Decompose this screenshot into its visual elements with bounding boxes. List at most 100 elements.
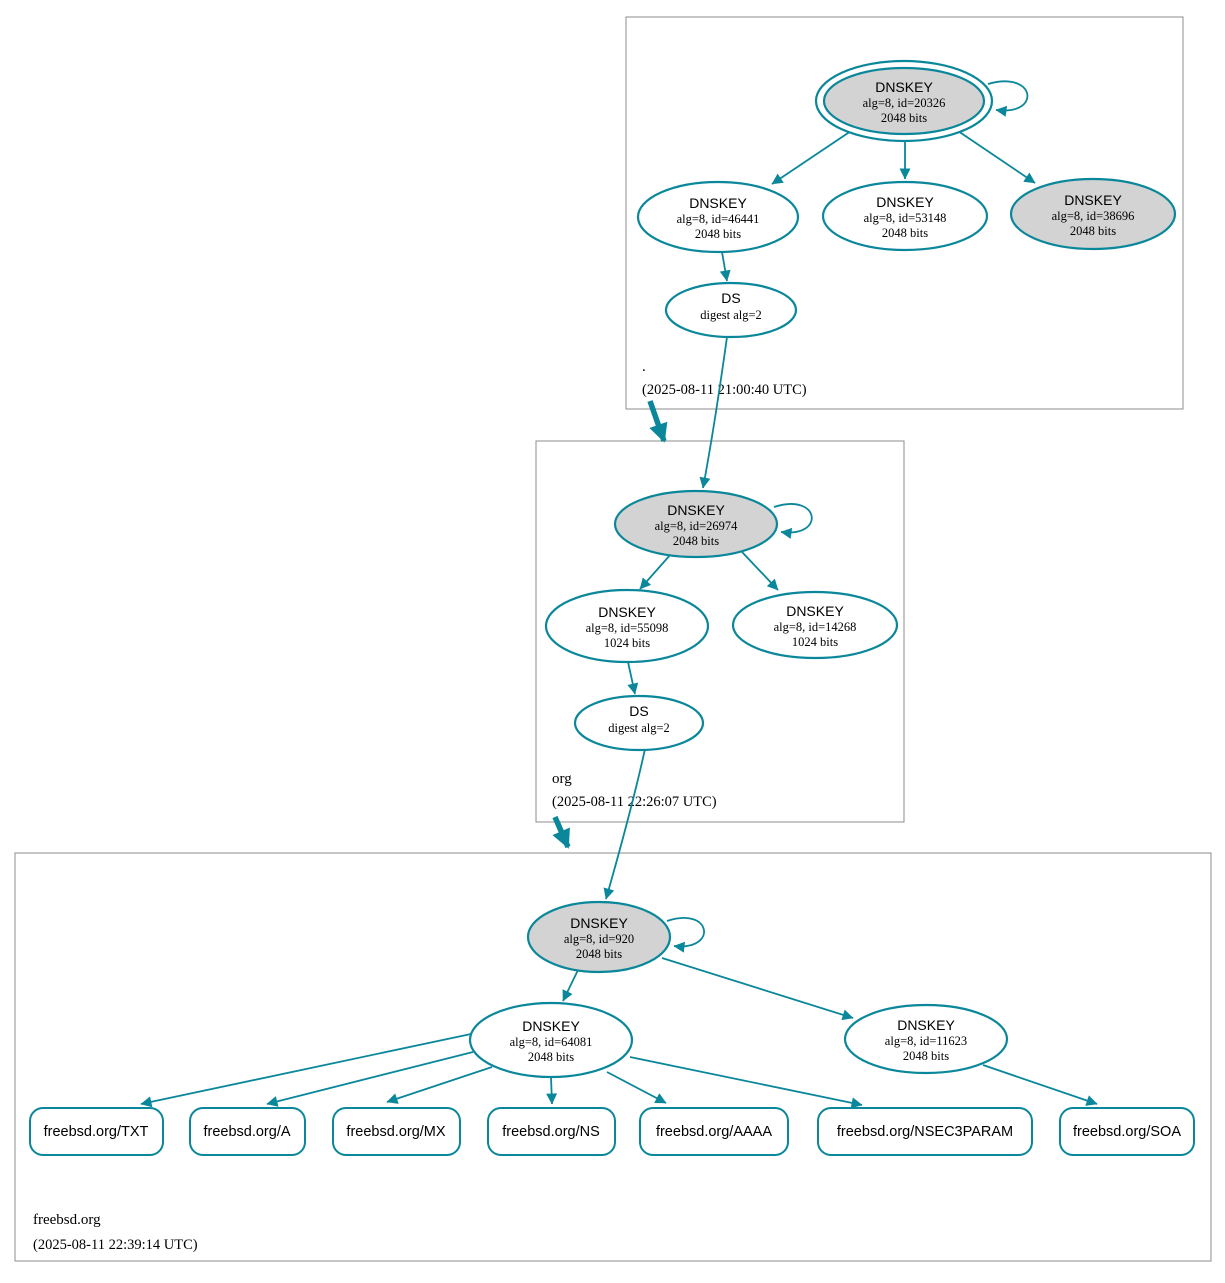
dnskey-freebsd-920[interactable]: DNSKEY alg=8, id=920 2048 bits [526, 900, 672, 974]
dnskey-org-55098-title: DNSKEY [598, 604, 656, 620]
rrset-freebsd-org-nsec3param-box[interactable] [817, 1107, 1033, 1156]
dnskey-org-26974-title: DNSKEY [667, 502, 725, 518]
edge-ksk920-to-zsk11623 [661, 957, 854, 1021]
zone-timestamp-freebsd-org: (2025-08-11 22:39:14 UTC) [33, 1237, 198, 1253]
dnskey-root-53148[interactable]: DNSKEY alg=8, id=53148 2048 bits [821, 180, 989, 252]
rrset-freebsd-org-txt[interactable]: freebsd.org/TXT [29, 1107, 164, 1156]
zone-box-root [625, 16, 1184, 410]
ds-org[interactable]: DS digest alg=2 [573, 694, 705, 752]
zone-timestamp-org: (2025-08-11 22:26:07 UTC) [552, 794, 717, 810]
rrset-freebsd-org-a[interactable]: freebsd.org/A [189, 1107, 306, 1156]
rrset-freebsd-org-soa-label: freebsd.org/SOA [1073, 1124, 1181, 1140]
dnskey-freebsd-920-title: DNSKEY [570, 915, 628, 931]
selfloop-ksk920 [666, 917, 705, 953]
rrset-freebsd-org-txt-box[interactable] [29, 1107, 164, 1156]
dnskey-root-20326[interactable]: DNSKEY alg=8, id=20326 2048 bits [814, 59, 994, 143]
dnskey-freebsd-64081-title: DNSKEY [522, 1018, 580, 1034]
rrset-freebsd-org-soa-box[interactable] [1059, 1107, 1195, 1156]
dnskey-root-46441-detail: alg=8, id=46441 [677, 212, 760, 226]
zone-box-freebsd-org [14, 852, 1212, 1262]
dnskey-org-55098-detail: alg=8, id=55098 [586, 621, 669, 635]
rrset-freebsd-org-mx-box[interactable] [332, 1107, 461, 1156]
zone-label-org: org [552, 771, 572, 787]
trust-arrow-org-to-freebsd [552, 815, 571, 849]
edge-zsk55098-to-ds [627, 661, 639, 695]
dnskey-root-20326-detail: alg=8, id=20326 [863, 96, 946, 110]
edge-zsk64081-to-mx [386, 1066, 493, 1104]
ds-root-detail: digest alg=2 [700, 308, 762, 322]
selfloop-ksk20326 [987, 80, 1029, 117]
rrset-freebsd-org-a-box[interactable] [189, 1107, 306, 1156]
dnskey-freebsd-920-detail: alg=8, id=920 [564, 932, 634, 946]
dnskey-org-14268[interactable]: DNSKEY alg=8, id=14268 1024 bits [731, 590, 899, 660]
edge-root-ds-to-org-ksk [699, 336, 728, 489]
edge-zsk11623-to-soa [982, 1064, 1098, 1106]
rrset-freebsd-org-aaaa-label: freebsd.org/AAAA [656, 1124, 772, 1140]
dnskey-org-55098-ellipse[interactable] [544, 588, 710, 664]
dnskey-org-14268-ellipse[interactable] [731, 590, 899, 660]
rrset-freebsd-org-ns-label: freebsd.org/NS [502, 1124, 600, 1140]
ds-org-detail: digest alg=2 [608, 721, 670, 735]
edge-ksk20326-to-zsk46441 [771, 130, 852, 185]
rrset-freebsd-org-soa[interactable]: freebsd.org/SOA [1059, 1107, 1195, 1156]
ds-root-ellipse[interactable] [664, 281, 798, 339]
edge-ksk26974-to-zsk55098 [639, 553, 672, 590]
dnskey-freebsd-64081-detail: alg=8, id=64081 [510, 1035, 593, 1049]
dnskey-org-26974-bits: 2048 bits [673, 534, 719, 548]
dnskey-root-53148-detail: alg=8, id=53148 [864, 211, 947, 225]
rrset-freebsd-org-ns-box[interactable] [487, 1107, 616, 1156]
dnskey-root-46441-ellipse[interactable] [636, 180, 800, 254]
dnskey-freebsd-11623-bits: 2048 bits [903, 1049, 949, 1063]
dnskey-root-38696-title: DNSKEY [1064, 192, 1122, 208]
ds-org-title: DS [629, 703, 648, 719]
dnskey-root-46441-bits: 2048 bits [695, 227, 741, 241]
dnskey-root-20326-inner-ellipse[interactable] [822, 66, 986, 136]
trust-arrow-root-to-org [647, 400, 668, 443]
dnskey-freebsd-920-ellipse[interactable] [526, 900, 672, 974]
rrset-freebsd-org-a-label: freebsd.org/A [203, 1124, 290, 1140]
dnskey-root-38696-detail: alg=8, id=38696 [1052, 209, 1135, 223]
rrset-freebsd-org-nsec3param-label: freebsd.org/NSEC3PARAM [837, 1124, 1013, 1140]
rrset-freebsd-org-aaaa-box[interactable] [639, 1107, 789, 1156]
rrset-freebsd-org-mx[interactable]: freebsd.org/MX [332, 1107, 461, 1156]
zone-label-freebsd-org: freebsd.org [33, 1212, 101, 1228]
dnskey-org-14268-detail: alg=8, id=14268 [774, 620, 857, 634]
zone-root: DNSKEY alg=8, id=20326 2048 bits DNSKEY … [636, 59, 1177, 398]
dnskey-org-26974[interactable]: DNSKEY alg=8, id=26974 2048 bits [613, 489, 779, 559]
ds-org-ellipse[interactable] [573, 694, 705, 752]
dnskey-freebsd-64081-ellipse[interactable] [468, 1001, 634, 1079]
dnskey-org-26974-ellipse[interactable] [613, 489, 779, 559]
edge-zsk64081-to-nsec3param [629, 1056, 863, 1109]
dnskey-org-14268-bits: 1024 bits [792, 635, 838, 649]
dnskey-root-46441-title: DNSKEY [689, 195, 747, 211]
zone-label-root: . [642, 359, 646, 375]
zone-box-org [535, 440, 905, 823]
dnskey-root-38696[interactable]: DNSKEY alg=8, id=38696 2048 bits [1009, 177, 1177, 251]
edge-zsk64081-to-a [266, 1051, 474, 1107]
ds-root[interactable]: DS digest alg=2 [664, 281, 798, 339]
dnskey-freebsd-64081[interactable]: DNSKEY alg=8, id=64081 2048 bits [468, 1001, 634, 1079]
dnskey-org-55098[interactable]: DNSKEY alg=8, id=55098 1024 bits [544, 588, 710, 664]
zone-timestamp-root: (2025-08-11 21:00:40 UTC) [642, 382, 807, 398]
dnskey-root-38696-ellipse[interactable] [1009, 177, 1177, 251]
rrset-freebsd-org-mx-label: freebsd.org/MX [346, 1124, 445, 1140]
dnskey-freebsd-11623-title: DNSKEY [897, 1017, 955, 1033]
zone-org: DNSKEY alg=8, id=26974 2048 bits DNSKEY … [544, 489, 899, 810]
edge-zsk64081-to-ns [546, 1076, 558, 1105]
dnskey-freebsd-11623[interactable]: DNSKEY alg=8, id=11623 2048 bits [843, 1003, 1009, 1075]
edge-ksk920-to-zsk64081 [562, 969, 579, 1002]
rrset-freebsd-org-ns[interactable]: freebsd.org/NS [487, 1107, 616, 1156]
dnskey-root-38696-bits: 2048 bits [1070, 224, 1116, 238]
dnskey-root-53148-title: DNSKEY [876, 194, 934, 210]
edge-zsk46441-to-ds [719, 251, 731, 282]
dnskey-root-53148-ellipse[interactable] [821, 180, 989, 252]
rrset-freebsd-org-aaaa[interactable]: freebsd.org/AAAA [639, 1107, 789, 1156]
rrset-freebsd-org-txt-label: freebsd.org/TXT [44, 1124, 149, 1140]
rrset-freebsd-org-nsec3param[interactable]: freebsd.org/NSEC3PARAM [817, 1107, 1033, 1156]
dnskey-freebsd-11623-ellipse[interactable] [843, 1003, 1009, 1075]
dnskey-root-20326-title: DNSKEY [875, 79, 933, 95]
dnskey-root-53148-bits: 2048 bits [882, 226, 928, 240]
zone-freebsd-org: DNSKEY alg=8, id=920 2048 bits DNSKEY al… [29, 900, 1195, 1253]
dnskey-root-46441[interactable]: DNSKEY alg=8, id=46441 2048 bits [636, 180, 800, 254]
